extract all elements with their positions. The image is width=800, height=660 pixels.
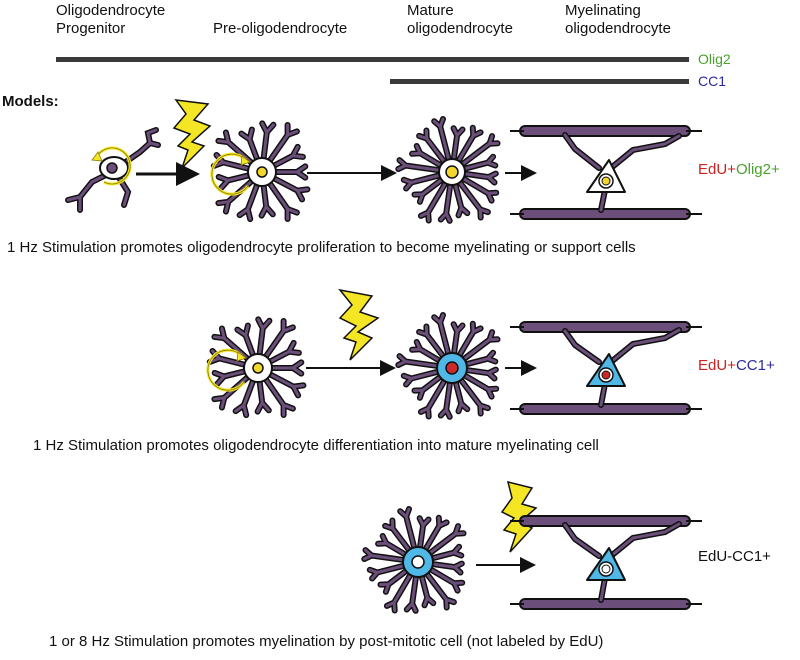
mature-oligodendrocyte-cell bbox=[395, 116, 501, 224]
stain-label-row2: EdU+CC1+ bbox=[698, 357, 775, 374]
pre-oligodendrocyte-cell bbox=[210, 120, 311, 223]
cell-nucleus bbox=[411, 555, 425, 569]
cc1-expression-bar bbox=[390, 79, 689, 84]
caption-row3: 1 or 8 Hz Stimulation promotes myelinati… bbox=[49, 633, 604, 650]
stimulation-bolt-2 bbox=[338, 288, 380, 361]
stage-label-pre-oligodendrocyte: Pre-oligodendrocyte bbox=[213, 20, 347, 38]
stage-label-mature-line1: Mature bbox=[407, 2, 454, 19]
stage-label-pre-line1: Pre-oligodendrocyte bbox=[213, 20, 348, 37]
stage-label-mature: Mature oligodendrocyte bbox=[407, 2, 513, 38]
stage-label-progenitor-line2: Progenitor bbox=[56, 20, 126, 37]
pre-oligodendrocyte-cell-row2 bbox=[206, 316, 307, 419]
stain-label-row1-part2: Olig2+ bbox=[735, 161, 780, 178]
stain-label-row3: EdU-CC1+ bbox=[698, 548, 771, 565]
olig2-expression-bar bbox=[56, 57, 689, 62]
stain-label-row1-part1: EdU+ bbox=[698, 161, 736, 178]
caption-row2: 1 Hz Stimulation promotes oligodendrocyt… bbox=[33, 437, 599, 454]
myelinating-oligodendrocyte-cell-row2 bbox=[510, 321, 702, 415]
stain-label-row3-part1: EdU-CC1+ bbox=[698, 548, 771, 565]
cell-nucleus bbox=[445, 165, 459, 179]
progenitor-cell bbox=[65, 127, 161, 213]
stage-label-myelinating-line2: oligodendrocyte bbox=[565, 20, 671, 37]
models-heading: Models: bbox=[2, 93, 59, 110]
myelinating-oligodendrocyte-cell bbox=[510, 125, 702, 220]
olig2-marker-label: Olig2 bbox=[698, 51, 731, 67]
caption-row1: 1 Hz Stimulation promotes oligodendrocyt… bbox=[7, 239, 636, 256]
stain-label-row1: EdU+Olig2+ bbox=[698, 161, 780, 178]
mature-oligodendrocyte-cell-row2 bbox=[395, 312, 501, 420]
stimulation-bolt-3 bbox=[500, 480, 538, 553]
mature-oligodendrocyte-cell-row3 bbox=[361, 506, 467, 614]
myelinating-oligodendrocyte-cell-row3 bbox=[510, 515, 702, 610]
cell-nucleus bbox=[256, 166, 268, 178]
cell-nucleus bbox=[252, 362, 264, 374]
stage-label-myelinating-line1: Myelinating bbox=[565, 2, 641, 19]
cc1-marker-label: CC1 bbox=[698, 73, 727, 89]
stage-label-progenitor-line1: Oligodendrocyte bbox=[56, 2, 166, 19]
stage-label-myelinating: Myelinating oligodendrocyte bbox=[565, 2, 671, 38]
stage-label-progenitor: Oligodendrocyte Progenitor bbox=[56, 2, 165, 38]
stain-label-row2-part1: EdU+ bbox=[698, 357, 736, 374]
stain-label-row2-part2: CC1+ bbox=[735, 357, 775, 374]
cell-nucleus bbox=[445, 361, 459, 375]
stimulation-bolt-1 bbox=[172, 99, 212, 169]
stage-label-mature-line2: oligodendrocyte bbox=[407, 20, 513, 37]
